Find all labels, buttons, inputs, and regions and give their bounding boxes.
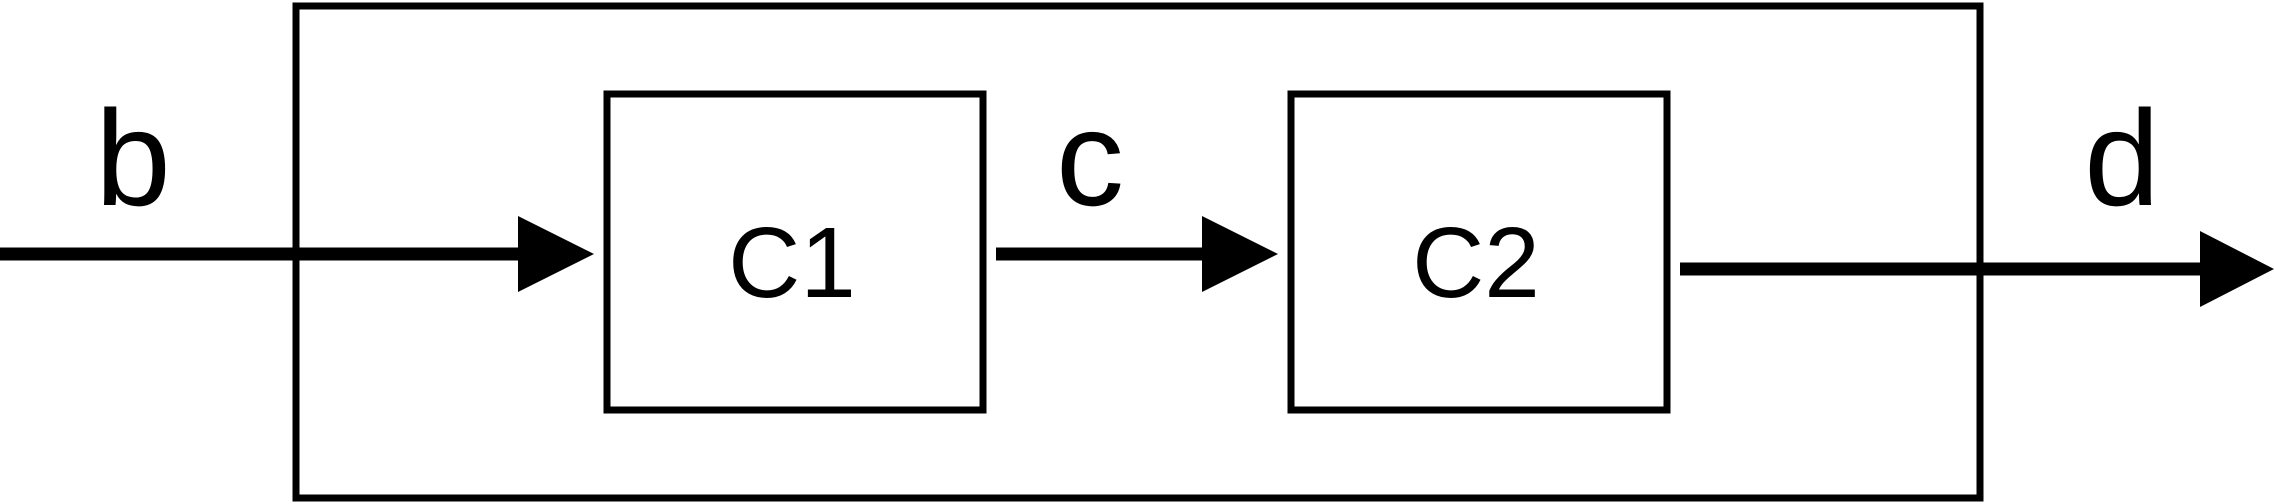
block-c1-label: C1 (728, 207, 856, 319)
signal-c-arrowhead (1202, 216, 1278, 292)
signal-d-arrowhead (2200, 231, 2274, 307)
block-c2-box (1287, 90, 1671, 414)
signal-c-label: c (1056, 82, 1124, 234)
block-c1: C1 (603, 90, 987, 414)
block-c1-box (603, 90, 987, 414)
signal-b-arrow: b (0, 82, 594, 292)
block-c2-label: C2 (1412, 207, 1540, 319)
signal-b-label: b (95, 82, 171, 234)
signal-c-arrow: c (996, 82, 1278, 292)
signal-d-label: d (2084, 82, 2160, 234)
block-c2: C2 (1287, 90, 1671, 414)
signal-d-arrow: d (1680, 82, 2274, 307)
signal-b-arrowhead (518, 216, 594, 292)
